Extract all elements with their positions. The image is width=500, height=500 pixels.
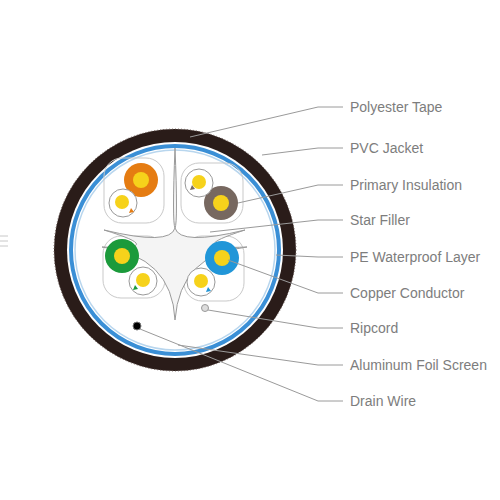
side-marks xyxy=(0,236,8,246)
pvc-jacket xyxy=(54,129,296,371)
part-label: Polyester Tape xyxy=(350,100,442,114)
part-label: Ripcord xyxy=(350,321,398,335)
polyester-tape xyxy=(67,142,283,358)
part-label: PE Waterproof Layer xyxy=(350,250,480,264)
drain-wire xyxy=(133,322,141,330)
aluminum-foil-screen xyxy=(71,146,279,354)
star-filler xyxy=(102,148,247,320)
part-label: Aluminum Foil Screen xyxy=(350,358,487,372)
ripcord xyxy=(202,305,209,312)
part-label: Drain Wire xyxy=(350,394,416,408)
part-label: Primary Insulation xyxy=(350,178,462,192)
part-label: PVC Jacket xyxy=(350,141,423,155)
twisted-pairs xyxy=(105,163,239,296)
leader-lines xyxy=(140,107,343,401)
part-label: Copper Conductor xyxy=(350,286,464,300)
part-label: Star Filler xyxy=(350,213,410,227)
jacket-texture xyxy=(54,129,296,371)
